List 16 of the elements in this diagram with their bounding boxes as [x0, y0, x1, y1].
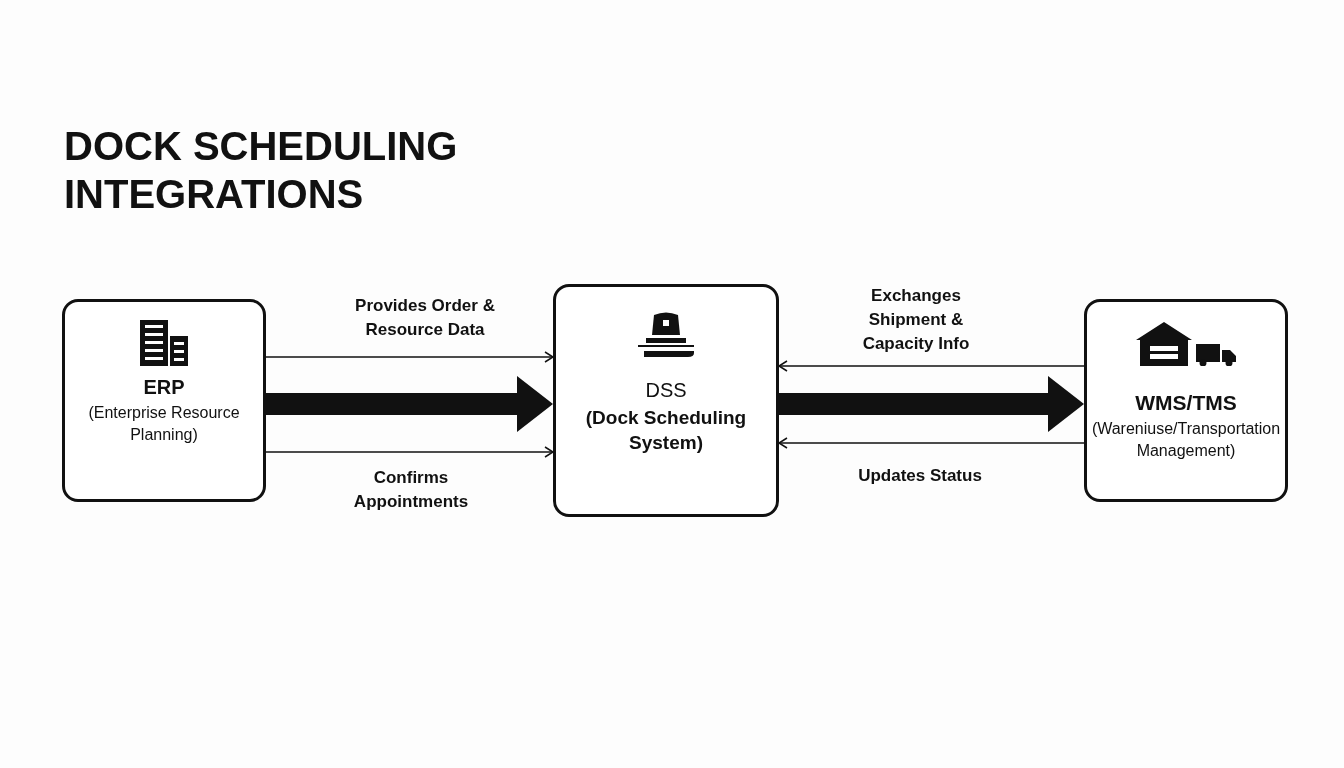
system-name: WMS/TMS: [1134, 390, 1238, 416]
diagram-title: DOCK SCHEDULING INTEGRATIONS: [64, 123, 459, 218]
arrow: [778, 360, 1085, 372]
arrow: [265, 446, 554, 458]
thick-arrow: [779, 376, 1084, 432]
system-description: (Wareniuse/Transportation Management): [1090, 419, 1282, 461]
system-description: (Enterprise Resource Planning): [87, 403, 241, 445]
system-name: DSS: [644, 378, 688, 403]
arrow: [265, 351, 554, 363]
system-name: ERP: [142, 375, 186, 400]
system-box: [1084, 299, 1288, 502]
system-description: (Dock Scheduling System): [584, 406, 748, 455]
thick-arrow: [266, 376, 553, 432]
arrow: [778, 437, 1085, 449]
system-box: [553, 284, 779, 517]
system-box: [62, 299, 266, 502]
